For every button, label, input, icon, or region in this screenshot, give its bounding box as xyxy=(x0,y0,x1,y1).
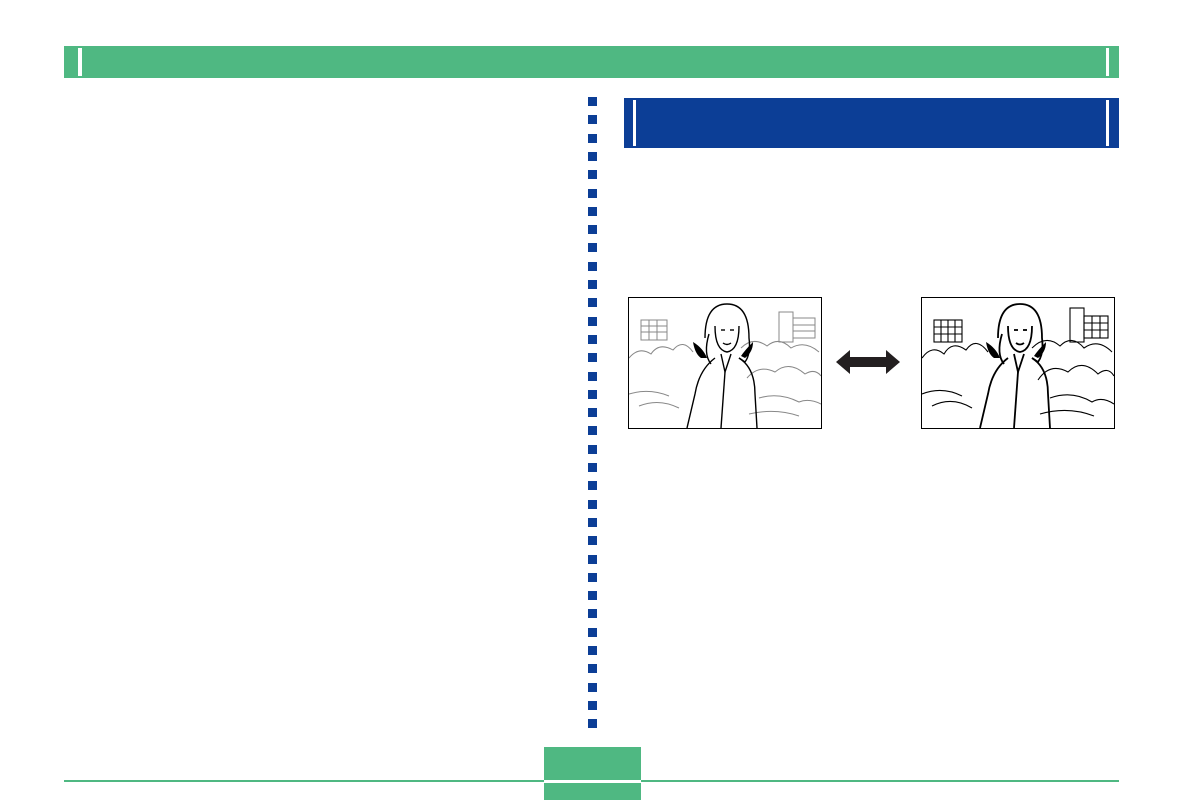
divider-dot xyxy=(588,371,597,381)
divider-dot xyxy=(588,719,597,729)
page-number-tab xyxy=(544,747,641,800)
header-stripe-left xyxy=(78,48,82,76)
divider-dot xyxy=(588,627,597,637)
divider-dot xyxy=(588,517,597,527)
divider-dot xyxy=(588,572,597,582)
page-tab-gap xyxy=(544,780,641,783)
divider-dot xyxy=(588,206,597,216)
soft-portrait-image xyxy=(628,297,822,429)
divider-dot xyxy=(588,481,597,491)
divider-dot xyxy=(588,170,597,180)
section-header xyxy=(624,98,1119,148)
divider-dot xyxy=(588,554,597,564)
divider-dot xyxy=(588,225,597,235)
divider-dot xyxy=(588,646,597,655)
divider-dot xyxy=(588,408,597,418)
divider-dot xyxy=(588,591,597,601)
divider-dot xyxy=(588,664,597,674)
divider-dot xyxy=(588,133,597,143)
divider-dot xyxy=(588,609,597,619)
divider-dot xyxy=(588,700,597,710)
divider-dot xyxy=(588,151,597,161)
divider-dot xyxy=(588,389,597,399)
section-stripe-right xyxy=(1106,100,1109,146)
double-arrow-icon xyxy=(836,350,900,374)
divider-dot xyxy=(588,316,597,326)
divider-dot xyxy=(588,426,597,436)
divider-dot xyxy=(588,188,597,198)
column-divider xyxy=(586,97,598,737)
divider-dot xyxy=(588,97,597,106)
divider-dot xyxy=(588,115,597,125)
header-stripe-right xyxy=(1106,48,1109,76)
section-stripe-left xyxy=(633,100,636,146)
divider-dot xyxy=(588,463,597,472)
divider-dot xyxy=(588,444,597,454)
divider-dot xyxy=(588,499,597,509)
divider-dot xyxy=(588,298,597,308)
divider-dot xyxy=(588,243,597,253)
divider-dot xyxy=(588,280,597,289)
divider-dot xyxy=(588,353,597,363)
divider-dot xyxy=(588,334,597,344)
divider-dot xyxy=(588,682,597,692)
divider-dot xyxy=(588,536,597,546)
top-header-band xyxy=(64,46,1119,78)
divider-dot xyxy=(588,261,597,271)
sharp-portrait-image xyxy=(921,297,1115,429)
